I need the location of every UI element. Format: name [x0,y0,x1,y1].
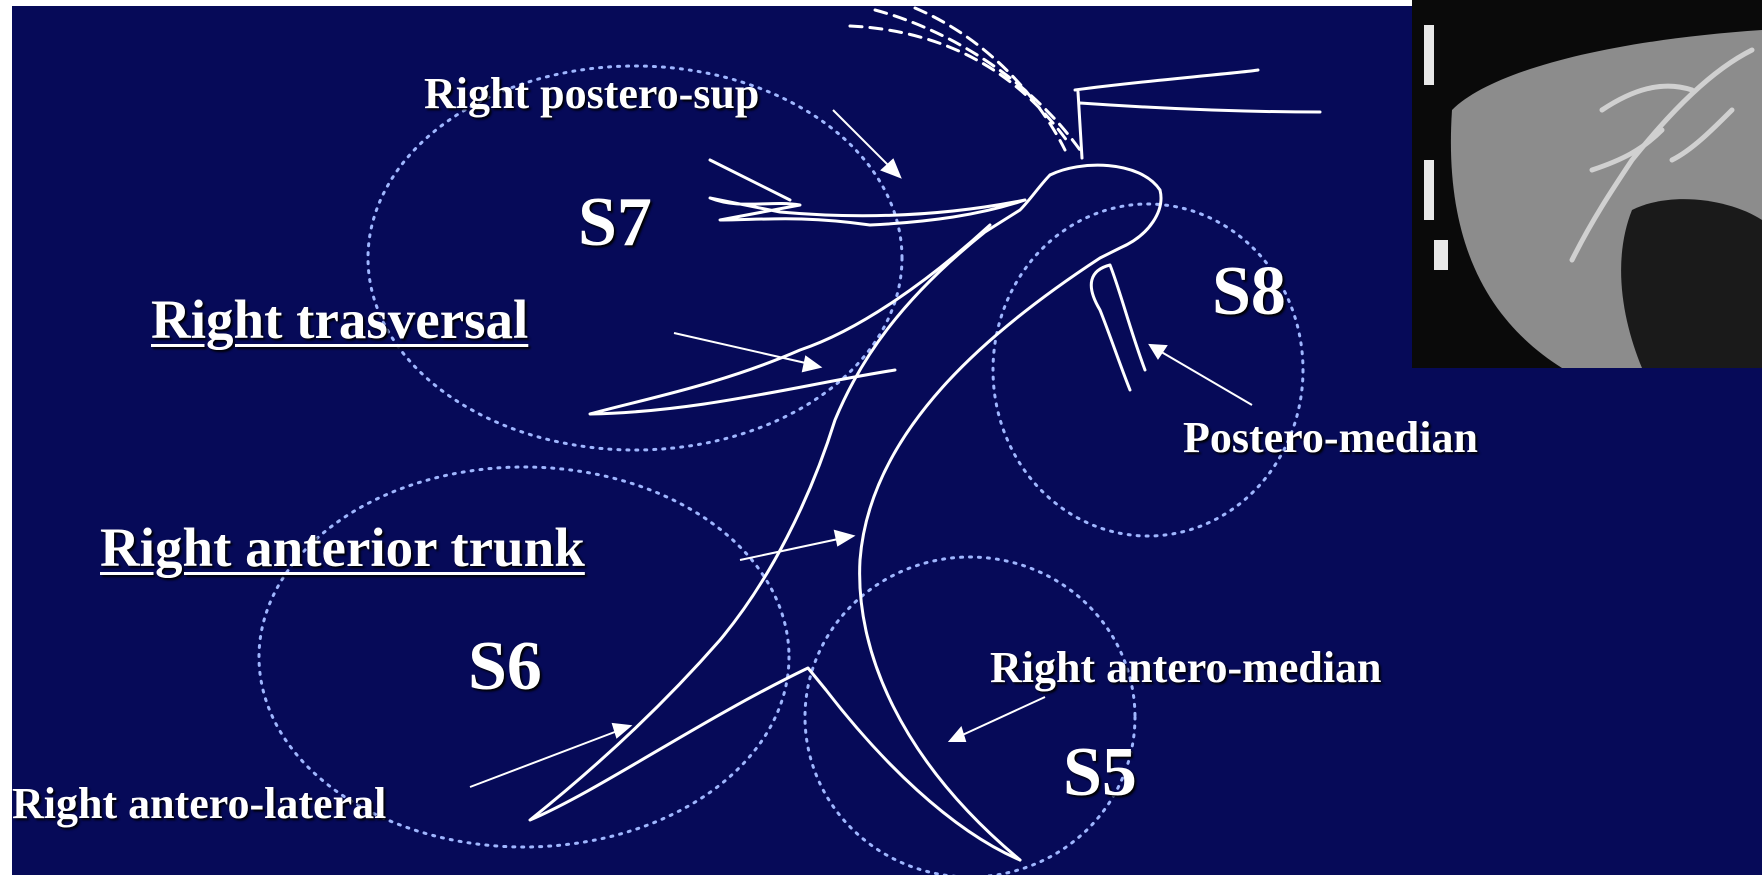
arrow-antero-lateral [469,729,621,788]
dashed-vessel [848,6,1082,152]
transversal-branch [588,223,992,416]
segment-6-outline [257,465,791,849]
segment-8-outline [991,202,1305,538]
postero-median-branch [1089,263,1147,392]
label-segment-7: S7 [578,184,652,261]
segment-7-outline [366,64,904,452]
label-right-antero-lateral: Right antero-lateral [12,779,387,828]
arrow-postero-sup [832,109,894,171]
label-right-antero-median: Right antero-median [990,643,1382,692]
label-postero-median: Postero-median [1183,413,1478,462]
segment-5-outline [803,555,1137,875]
label-right-anterior-trunk: Right anterior trunk [100,517,585,578]
label-right-postero-sup: Right postero-sup [424,69,760,118]
arrow-antero-median [957,696,1046,738]
label-segment-6: S6 [468,628,542,705]
arrow-anterior-trunk [739,537,844,561]
arrow-postero-median [1157,349,1253,406]
label-right-trasversal: Right trasversal [151,289,529,350]
label-segment-5: S5 [1063,734,1137,811]
postero-sup-branch [708,158,1027,227]
main-trunk-top [1073,68,1322,160]
right-portal-branch [858,163,1163,862]
ct-scan-image [1412,0,1762,368]
label-segment-8: S8 [1212,253,1286,330]
arrow-trasversal [673,332,811,365]
right-portal-branch-inner [528,173,1052,862]
